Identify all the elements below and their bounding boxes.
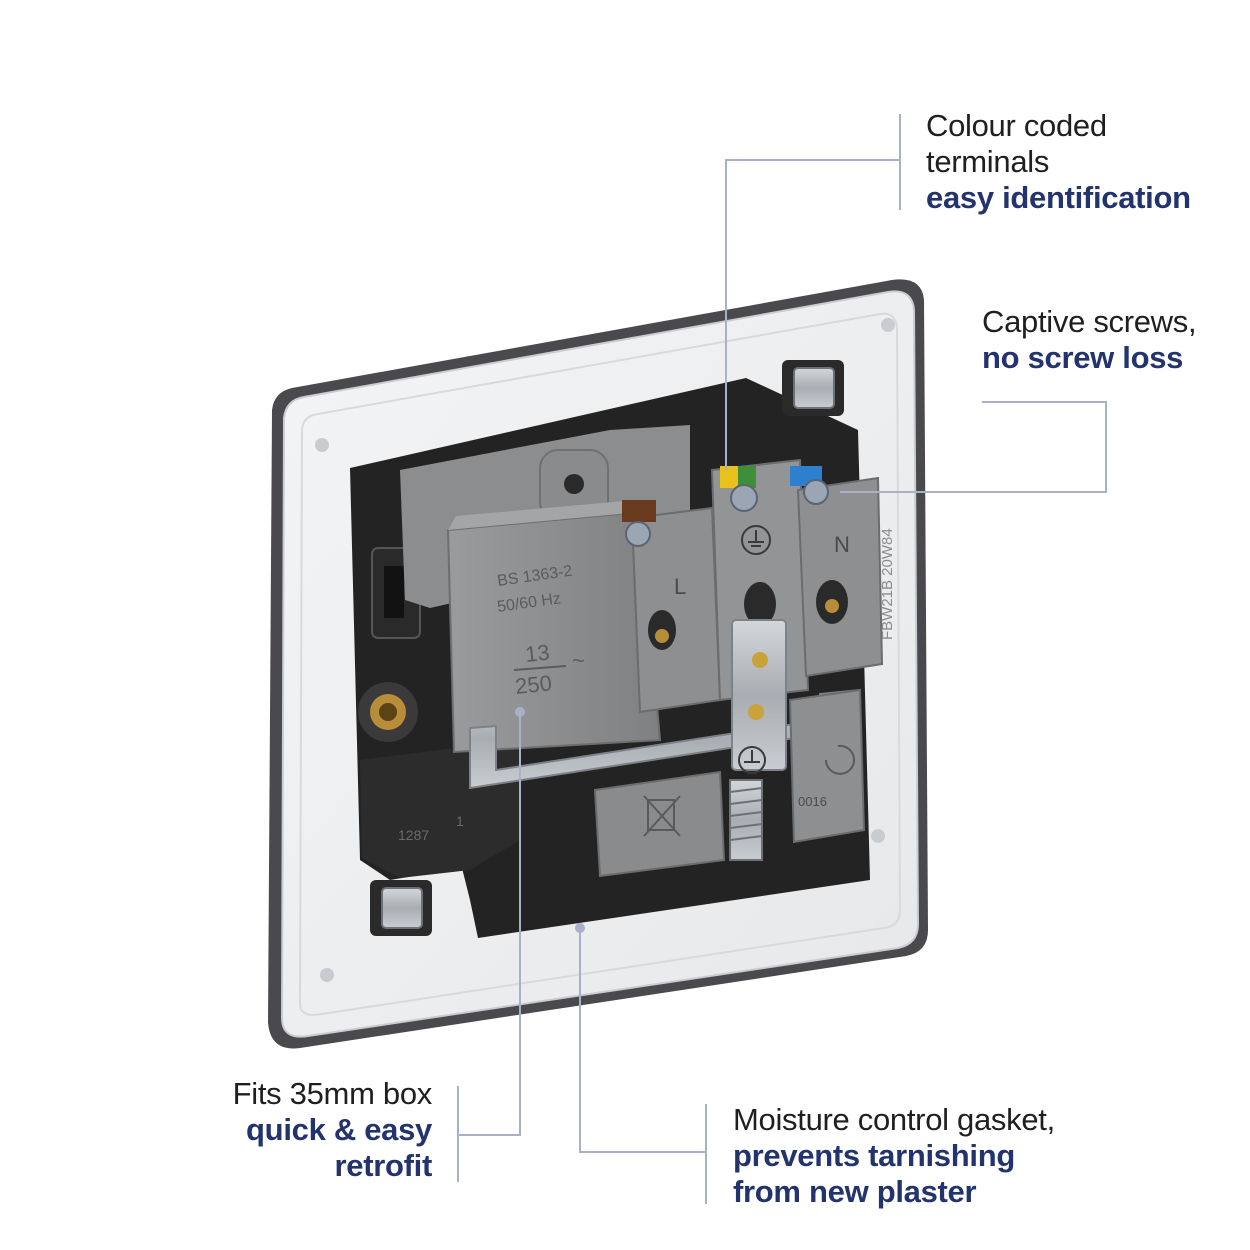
callout-screws-line1: Captive screws, [982,304,1197,339]
marking-code: 0016 [798,794,827,809]
marking-live: L [674,574,686,599]
live-terminal-brown [622,500,656,522]
callout-gasket: Moisture control gasket, prevents tarnis… [733,1102,1055,1210]
marking-volts: 250 [514,670,553,699]
earth-clamp-symbol [738,746,766,774]
earth-terminal-green-yellow [720,466,738,488]
leader-lines [457,114,1107,1204]
housing-lug-hole [564,474,584,494]
earth-terminal-green-stripe [738,466,756,488]
marking-serial: FBW21B 20W84 [879,528,896,640]
marking-neutral: N [834,532,850,557]
plate-hole-bottom-left [320,968,334,982]
side-clip-slot [384,566,404,618]
marking-mould-no: 1287 [398,827,429,843]
brass-insert-hole [379,703,397,721]
leader-box [458,712,521,1136]
earth-bolt-thread [729,787,763,841]
earth-clamp [731,619,787,771]
earth-terminal-screw [730,484,758,512]
marking-ac-symbol: ~ [572,648,585,673]
earth-clamp-rivet-top [752,652,768,668]
plate-hole-top-right [881,318,895,332]
callout-box-line1: Fits 35mm box [232,1076,433,1111]
leader-terminals [725,159,900,470]
callout-screws: Captive screws, no screw loss [982,304,1197,376]
weee-bin-icon [643,795,681,837]
marking-rating-divider [513,665,567,671]
terminal-block-neutral [796,476,884,678]
callout-screws-highlight: no screw loss [982,340,1184,375]
callout-terminals-highlight: easy identification [926,180,1191,215]
plate-inner-border [298,312,902,1016]
earth-symbol [741,525,771,555]
earth-clamp-rivet-bottom [748,704,764,720]
callout-box-highlight1: quick & easy [246,1112,432,1147]
marking-amps: 13 [524,640,551,667]
leader-screws [840,401,1107,493]
marking-mould-digit: 1 [456,813,464,829]
leader-box-dot [515,707,525,717]
captive-screw-top [782,360,844,416]
earth-bolt [729,779,763,861]
neutral-terminal-screw [803,479,829,505]
leader-gasket-dot [575,923,585,933]
module-top-face [448,500,640,530]
module-body [446,510,662,754]
callout-gasket-line1: Moisture control gasket, [733,1102,1055,1137]
callout-terminals-line2: terminals [926,144,1050,179]
callout-terminals: Colour coded terminals easy identificati… [926,108,1191,216]
callout-gasket-highlight2: from new plaster [733,1174,977,1209]
live-terminal-screw [625,521,651,547]
plate-hole-top-left [315,438,329,452]
callout-box-highlight2: retrofit [334,1148,433,1183]
lower-housing [593,770,726,878]
neutral-entry-brass [825,599,839,613]
captive-screw-bottom [370,880,432,936]
leader-gasket [579,928,706,1153]
certification-mark-icon [825,744,855,775]
live-entry-brass [655,629,669,643]
callout-box: Fits 35mm box quick & easy retrofit [180,1076,433,1184]
callout-gasket-highlight1: prevents tarnishing [733,1138,1015,1173]
plate-hole-bottom-right [871,829,885,843]
earth-strap [469,688,861,790]
callout-terminals-line1: Colour coded [926,108,1107,143]
earth-entry-hole [744,582,776,626]
